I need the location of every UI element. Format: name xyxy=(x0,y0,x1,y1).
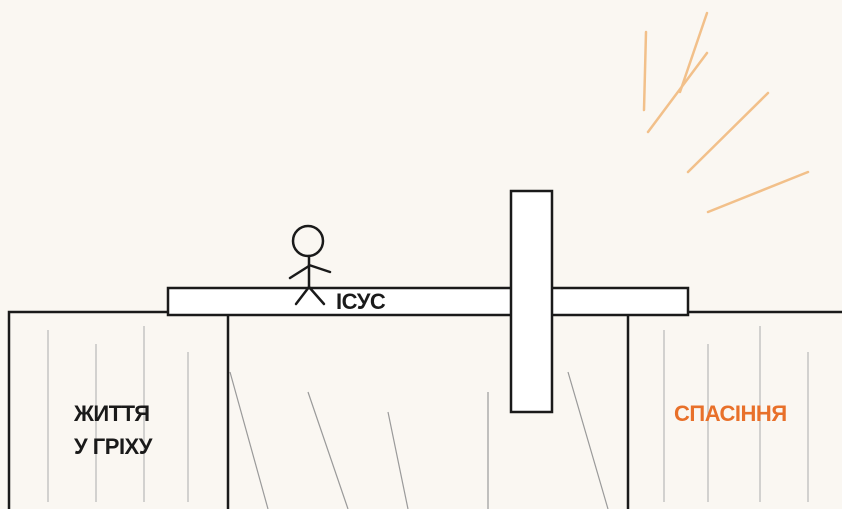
sin-life-label: ЖИТТЯ У ГРІХУ xyxy=(74,397,152,463)
light-rays-icon xyxy=(644,13,808,212)
sin-life-label-line1: ЖИТТЯ xyxy=(74,397,152,430)
bridge-plank xyxy=(168,288,688,315)
sin-life-label-line2: У ГРІХУ xyxy=(74,430,152,463)
cross-icon xyxy=(511,191,552,412)
salvation-label: СПАСІННЯ xyxy=(674,397,787,430)
jesus-label: ІСУС xyxy=(336,285,385,318)
